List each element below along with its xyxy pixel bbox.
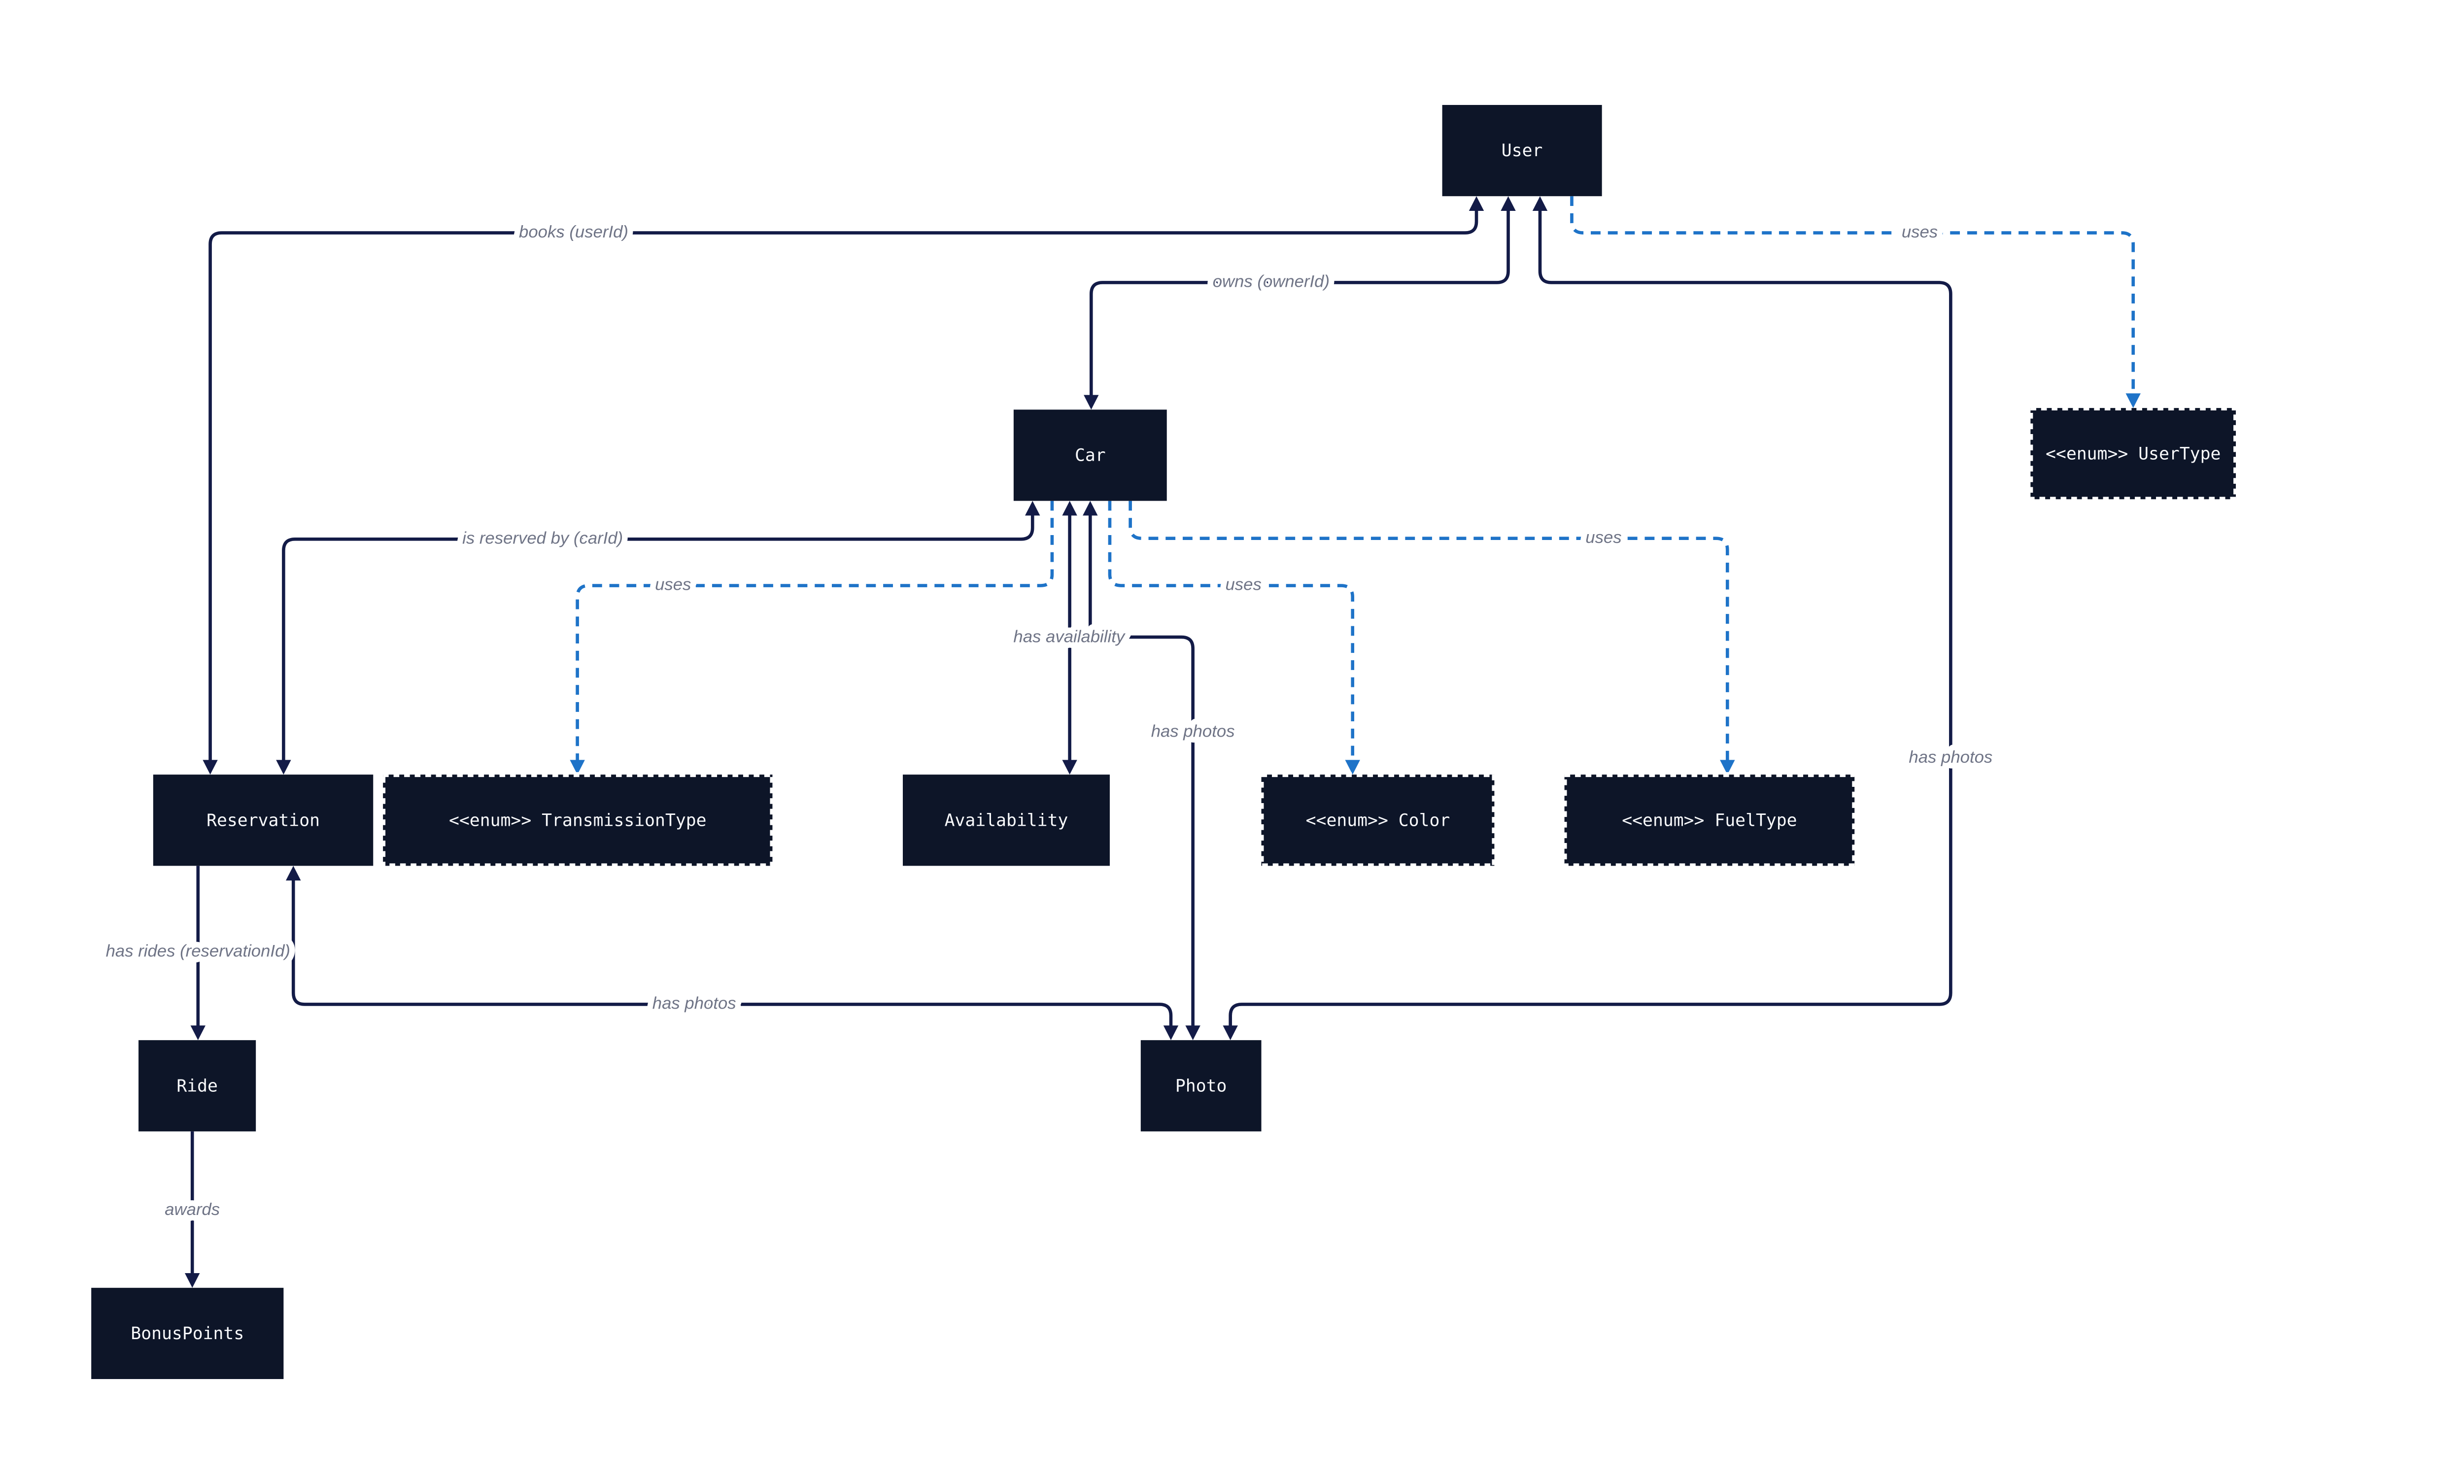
node-title: Reservation — [206, 810, 320, 830]
node-title: User — [1502, 141, 1543, 161]
edge-label-is-reserved-by: is reserved by (carId) — [462, 529, 623, 547]
arrowhead-icon — [190, 1025, 205, 1041]
arrowhead-icon — [1223, 1025, 1238, 1041]
node-fueltype[interactable]: <<enum>> FuelType — [1562, 772, 1857, 869]
edge-label-uses-color: uses — [1225, 575, 1261, 594]
node-title: Photo — [1175, 1076, 1227, 1096]
enum-dashed-border — [380, 772, 775, 869]
arrowhead-icon — [1062, 501, 1077, 516]
arrowhead-icon — [1532, 196, 1548, 211]
edge-label-res-has-photos: has photos — [652, 994, 736, 1013]
node-title: Availability — [945, 810, 1068, 830]
node-title: BonusPoints — [131, 1324, 244, 1344]
edge-line — [1229, 209, 1952, 1027]
edge-line — [1129, 501, 1729, 762]
arrowhead-icon — [203, 760, 218, 775]
node-photo[interactable]: Photo — [1140, 1040, 1262, 1132]
arrowhead-icon — [1163, 1025, 1179, 1041]
edge-label-owns: owns (ownerId) — [1213, 272, 1330, 291]
node-reservation[interactable]: Reservation — [153, 775, 374, 866]
arrowhead-icon — [185, 1273, 200, 1288]
edge-line — [1088, 514, 1195, 1027]
edge-label-user-has-photos: has photos — [1909, 748, 1992, 767]
enum-box — [383, 775, 773, 866]
arrowhead-icon — [2125, 393, 2141, 408]
edge-label-uses-transmission: uses — [655, 575, 691, 594]
arrowhead-icon — [286, 866, 301, 881]
node-car[interactable]: Car — [1013, 409, 1167, 501]
edge-label-awards: awards — [165, 1200, 220, 1219]
node-title: <<enum>> TransmissionType — [449, 810, 707, 830]
entity-box — [1140, 1040, 1262, 1132]
enum-box — [1564, 775, 1855, 866]
edge-line — [576, 501, 1054, 762]
entity-box — [903, 775, 1110, 866]
entity-box — [1442, 105, 1602, 197]
arrowhead-icon — [1083, 501, 1098, 516]
edge-label-uses-fueltype: uses — [1585, 528, 1621, 547]
entity-box — [91, 1287, 284, 1379]
edge-uses-fueltype — [1129, 501, 1735, 775]
arrowhead-icon — [1501, 196, 1516, 211]
edge-is-reserved-by — [276, 501, 1040, 775]
edge-res-has-photos — [286, 866, 1179, 1041]
arrowhead-icon — [1469, 196, 1484, 211]
arrowhead-icon — [570, 760, 585, 775]
edge-line — [208, 209, 1478, 762]
node-title: <<enum>> FuelType — [1622, 810, 1797, 830]
arrowhead-icon — [1345, 760, 1360, 775]
enum-dashed-border — [1259, 772, 1497, 869]
edge-uses-color — [1108, 501, 1360, 775]
node-title: <<enum>> Color — [1306, 810, 1450, 830]
entity-box — [1013, 409, 1167, 501]
edge-has-rides — [190, 866, 205, 1041]
arrowhead-icon — [276, 760, 291, 775]
enum-box — [1261, 775, 1495, 866]
edge-line — [282, 514, 1034, 762]
edge-layer — [185, 196, 2141, 1288]
arrowhead-icon — [1185, 1025, 1200, 1041]
edge-line — [1108, 501, 1355, 762]
edge-line — [1570, 196, 2135, 395]
node-ride[interactable]: Ride — [138, 1040, 256, 1132]
edge-label-books: books (userId) — [519, 223, 628, 241]
entity-box — [138, 1040, 256, 1132]
edge-uses-usertype — [1570, 196, 2141, 408]
edge-car-has-photos — [1083, 501, 1200, 1041]
edge-books — [203, 196, 1484, 775]
edge-user-has-photos — [1223, 196, 1952, 1041]
edge-uses-transmission — [570, 501, 1054, 775]
node-title: <<enum>> UserType — [2046, 444, 2221, 464]
edge-label-has-availability: has availability — [1013, 628, 1126, 646]
edge-label-car-has-photos: has photos — [1151, 722, 1235, 741]
node-transmissiontype[interactable]: <<enum>> TransmissionType — [380, 772, 775, 869]
node-color[interactable]: <<enum>> Color — [1259, 772, 1497, 869]
node-title: Ride — [176, 1076, 218, 1096]
edge-label-uses-usertype: uses — [1902, 223, 1938, 241]
node-bonuspoints[interactable]: BonusPoints — [91, 1287, 284, 1379]
edge-awards — [185, 1131, 200, 1288]
edge-line — [291, 879, 1173, 1027]
node-usertype[interactable]: <<enum>> UserType — [2028, 405, 2238, 502]
edge-line — [1089, 209, 1510, 397]
edge-label-has-rides: has rides (reservationId) — [106, 942, 290, 961]
enum-box — [2030, 408, 2236, 500]
node-user[interactable]: User — [1442, 105, 1602, 197]
entity-box — [153, 775, 374, 866]
edge-label-layer: books (userId) owns (ownerId) uses has phot… — [100, 217, 1998, 1224]
node-title: Car — [1075, 446, 1106, 466]
node-availability[interactable]: Availability — [903, 775, 1110, 866]
arrowhead-icon — [1720, 760, 1735, 775]
edge-owns — [1084, 196, 1516, 410]
arrowhead-icon — [1062, 760, 1077, 775]
arrowhead-icon — [1084, 395, 1099, 410]
edge-has-availability — [1062, 501, 1077, 775]
arrowhead-icon — [1025, 501, 1040, 516]
